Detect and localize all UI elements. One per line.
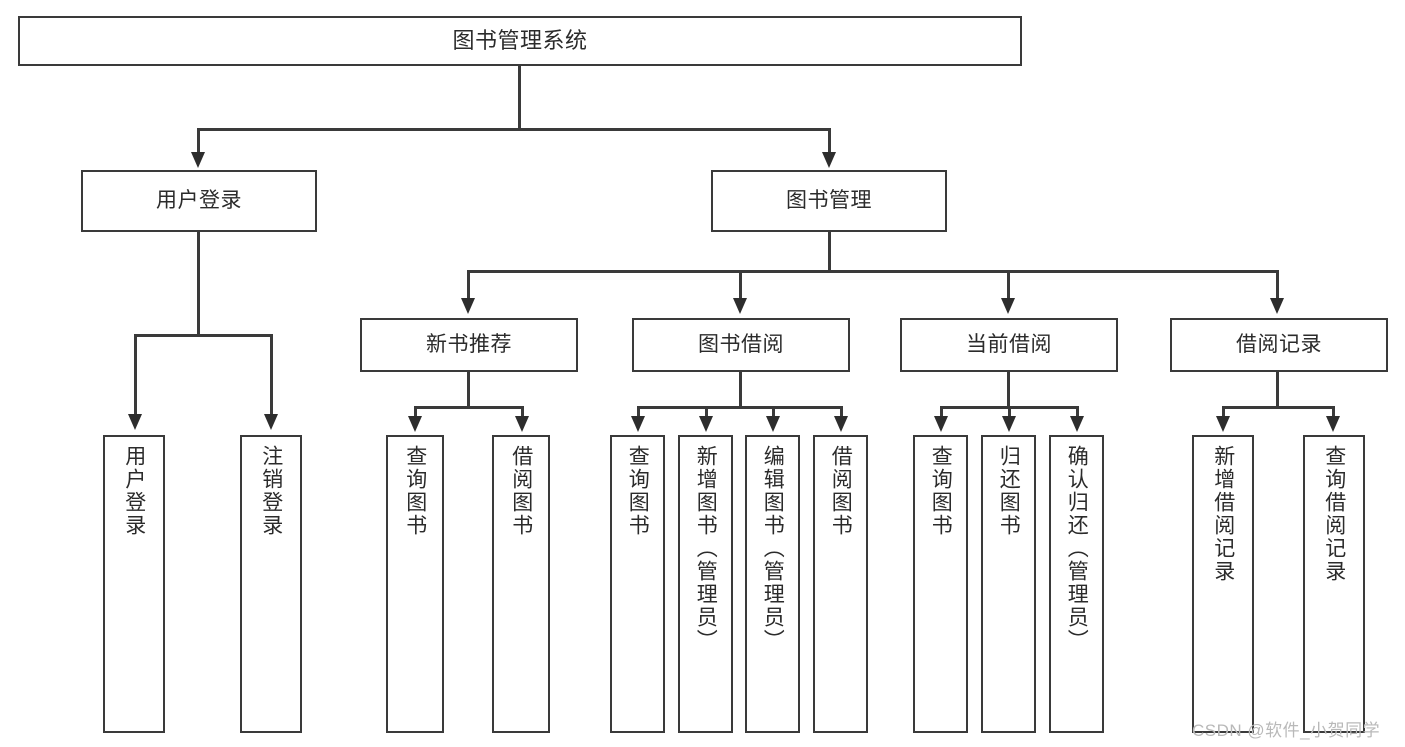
node-label: 借阅图书: [829, 445, 853, 537]
connector-book-borrow-bus: [637, 406, 843, 409]
connector-new-book-recommend-bus: [414, 406, 524, 409]
arrowhead-book-borrow-leaf-3: [766, 416, 780, 432]
connector-current-borrow-leaf-1: [940, 406, 943, 420]
leaf-book-borrow-query-book[interactable]: 查询图书: [610, 435, 665, 733]
arrowhead-user-login-leaf-1: [128, 414, 142, 430]
node-label: 查询图书: [929, 445, 953, 537]
node-label: 当前借阅: [966, 332, 1052, 356]
node-label: 借阅记录: [1236, 332, 1322, 356]
connector-level2-bus: [197, 128, 831, 131]
arrowhead-current-borrow-leaf-2: [1002, 416, 1016, 432]
leaf-current-borrow-return-book[interactable]: 归还图书: [981, 435, 1036, 733]
node-label: 图书管理: [786, 188, 872, 212]
connector-level3-bus: [467, 270, 1279, 273]
node-label: 编辑图书（管理员）: [761, 445, 785, 652]
node-current-borrow[interactable]: 当前借阅: [900, 318, 1118, 372]
connector-book-borrow-leaf-4: [840, 406, 843, 420]
arrowhead-current-borrow-leaf-1: [934, 416, 948, 432]
connector-new-book-recommend-stem: [467, 372, 470, 408]
node-root-book-management-system[interactable]: 图书管理系统: [18, 16, 1022, 66]
node-label: 图书管理系统: [452, 28, 588, 54]
connector-new-book-leaf-2: [521, 406, 524, 420]
connector-current-borrow-leaf-3: [1076, 406, 1079, 420]
leaf-current-borrow-query-book[interactable]: 查询图书: [913, 435, 968, 733]
node-label: 图书借阅: [698, 332, 784, 356]
arrowhead-to-current-borrow: [1001, 298, 1015, 314]
arrowhead-current-borrow-leaf-3: [1070, 416, 1084, 432]
csdn-watermark: CSDN @软件_小贺同学: [1192, 721, 1381, 740]
connector-borrow-record-bus: [1222, 406, 1335, 409]
node-book-management[interactable]: 图书管理: [711, 170, 947, 232]
connector-current-borrow-stem: [1007, 372, 1010, 408]
connector-borrow-record-leaf-2: [1332, 406, 1335, 420]
arrowhead-book-borrow-leaf-1: [631, 416, 645, 432]
connector-new-book-leaf-1: [414, 406, 417, 420]
leaf-borrow-record-add-record[interactable]: 新增借阅记录: [1192, 435, 1254, 733]
arrowhead-new-book-leaf-2: [515, 416, 529, 432]
connector-borrow-record-stem: [1276, 372, 1279, 408]
connector-to-book-borrow: [739, 270, 742, 300]
arrowhead-to-borrow-record: [1270, 298, 1284, 314]
leaf-book-borrow-edit-book-admin[interactable]: 编辑图书（管理员）: [745, 435, 800, 733]
leaf-new-book-borrow-book[interactable]: 借阅图书: [492, 435, 550, 733]
node-label: 归还图书: [997, 445, 1021, 537]
arrowhead-book-borrow-leaf-2: [699, 416, 713, 432]
leaf-new-book-query-book[interactable]: 查询图书: [386, 435, 444, 733]
connector-current-borrow-leaf-2: [1008, 406, 1011, 420]
node-label: 新增借阅记录: [1211, 445, 1235, 583]
connector-book-borrow-leaf-2: [705, 406, 708, 420]
node-new-book-recommend[interactable]: 新书推荐: [360, 318, 578, 372]
connector-book-borrow-leaf-3: [772, 406, 775, 420]
arrowhead-borrow-record-leaf-1: [1216, 416, 1230, 432]
node-borrow-record[interactable]: 借阅记录: [1170, 318, 1388, 372]
leaf-user-login-login[interactable]: 用户登录: [103, 435, 165, 733]
leaf-borrow-record-query-record[interactable]: 查询借阅记录: [1303, 435, 1365, 733]
leaf-user-login-logout[interactable]: 注销登录: [240, 435, 302, 733]
node-label: 新增图书（管理员）: [694, 445, 718, 652]
connector-user-login-bus: [134, 334, 273, 337]
connector-to-current-borrow: [1007, 270, 1010, 300]
leaf-current-borrow-confirm-return-admin[interactable]: 确认归还（管理员）: [1049, 435, 1104, 733]
connector-borrow-record-leaf-1: [1222, 406, 1225, 420]
connector-root-stem: [518, 66, 521, 128]
node-label: 确认归还（管理员）: [1065, 445, 1089, 652]
node-book-borrow[interactable]: 图书借阅: [632, 318, 850, 372]
node-label: 注销登录: [259, 445, 283, 537]
node-label: 用户登录: [156, 188, 242, 212]
arrowhead-to-book-borrow: [733, 298, 747, 314]
arrowhead-user-login-leaf-2: [264, 414, 278, 430]
node-label: 用户登录: [122, 445, 146, 537]
arrowhead-to-new-book-recommend: [461, 298, 475, 314]
arrowhead-book-borrow-leaf-4: [834, 416, 848, 432]
connector-book-borrow-leaf-1: [637, 406, 640, 420]
connector-to-book-management: [828, 128, 831, 154]
connector-user-login-leaf-2: [270, 334, 273, 416]
node-label: 查询借阅记录: [1322, 445, 1346, 583]
leaf-book-borrow-borrow-book[interactable]: 借阅图书: [813, 435, 868, 733]
node-label: 借阅图书: [509, 445, 533, 537]
node-label: 查询图书: [403, 445, 427, 537]
node-user-login[interactable]: 用户登录: [81, 170, 317, 232]
connector-to-user-login: [197, 128, 200, 154]
node-label: 查询图书: [626, 445, 650, 537]
connector-user-login-leaf-1: [134, 334, 137, 416]
leaf-book-borrow-add-book-admin[interactable]: 新增图书（管理员）: [678, 435, 733, 733]
connector-to-new-book-recommend: [467, 270, 470, 300]
arrowhead-new-book-leaf-1: [408, 416, 422, 432]
connector-to-borrow-record: [1276, 270, 1279, 300]
arrowhead-to-book-management: [822, 152, 836, 168]
arrowhead-borrow-record-leaf-2: [1326, 416, 1340, 432]
node-label: 新书推荐: [426, 332, 512, 356]
connector-book-borrow-stem: [739, 372, 742, 408]
arrowhead-to-user-login: [191, 152, 205, 168]
connector-book-management-stem: [828, 232, 831, 272]
connector-user-login-stem: [197, 232, 200, 336]
